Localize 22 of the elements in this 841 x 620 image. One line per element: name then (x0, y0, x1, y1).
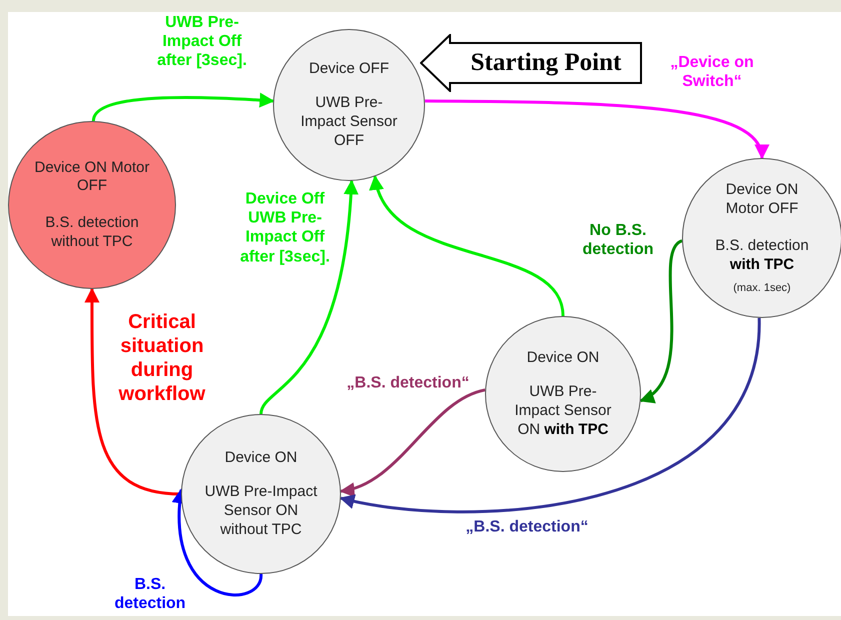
arrow (339, 318, 761, 514)
arrow (339, 388, 486, 496)
state-text: B.S. detection with TPC (714, 236, 810, 274)
state-text: Device ON (224, 448, 298, 468)
state-text: Device OFF (308, 60, 389, 78)
starting-point-label: Starting Point (470, 48, 622, 78)
state-text: UWB Pre-Impact Sensor ON without TPC (204, 483, 318, 540)
state-text: B.S. detection without TPC (44, 214, 140, 252)
arrow (424, 100, 766, 160)
state-text: Device ON (526, 348, 600, 368)
state-text: UWB Pre-Impact Sensor OFF (300, 94, 398, 150)
arrow (260, 179, 358, 414)
arrow (84, 288, 182, 496)
state-text: UWB Pre-Impact Sensor ON with TPC (514, 383, 612, 440)
state-text: Device ON Motor OFF (724, 181, 800, 219)
state-text: Device ON Motor OFF (33, 158, 151, 196)
arrow (639, 240, 683, 402)
state-note: (max. 1sec) (733, 282, 791, 295)
arrow (92, 92, 275, 122)
arrow (172, 488, 262, 596)
arrow (371, 174, 564, 316)
starting-point-arrow (420, 34, 642, 92)
